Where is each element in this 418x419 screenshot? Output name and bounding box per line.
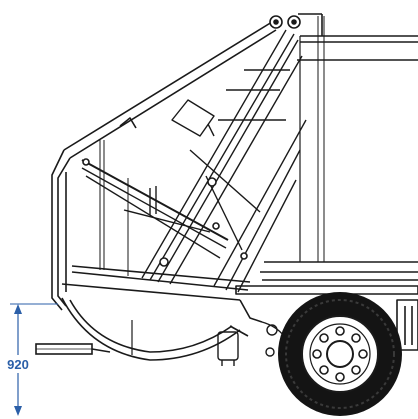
height-dimension-label: 920 [7, 357, 29, 372]
rear-bumper [35, 343, 111, 355]
truck-body [235, 13, 418, 351]
lower-hydraulics [217, 321, 285, 366]
rear-wheel [278, 292, 402, 416]
packer-slides [81, 29, 307, 293]
arrow-down-icon [14, 406, 22, 416]
pivot-joints [82, 15, 301, 267]
lug-nuts [312, 326, 368, 382]
tailgate-outline [51, 21, 277, 361]
height-dimension: 920 [2, 303, 58, 416]
arrow-up-icon [14, 304, 22, 314]
